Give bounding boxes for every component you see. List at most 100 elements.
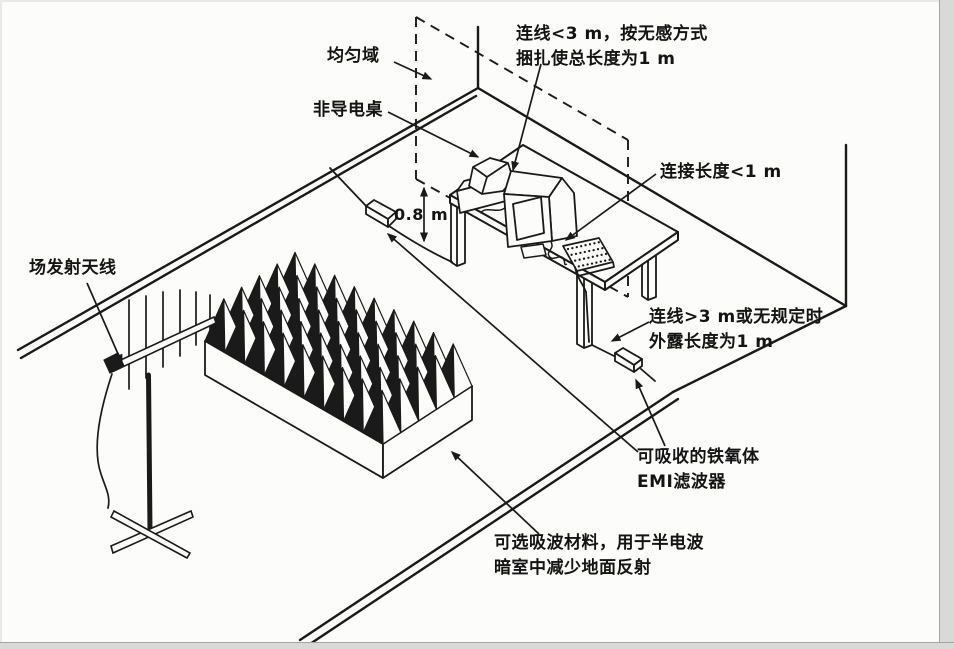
cable-ferrite-to-table [388,225,453,263]
antenna-feed-box [103,352,125,374]
absorber-block [204,251,473,479]
left-wall-base-1 [16,86,480,352]
cable-under3m-line1: 连线<3 m，按无感方式 [516,24,708,44]
ferrite-emi-line2: EMI滤波器 [637,472,726,492]
optional-absorber-line2: 暗室中减少地面反射 [494,558,652,578]
keyboard-key-dot [601,247,604,250]
keyboard-key-dot [575,245,578,249]
crt-monitor [503,170,578,266]
keyboard-key-dot [577,265,580,268]
keyboard-key-dot [600,253,603,257]
antenna-cable [96,373,113,509]
page-edge-bottom [0,642,954,649]
ferrite-clamp-left-side [387,211,397,228]
monitor-side-face [548,177,578,242]
keyboard-key-dot [574,252,578,256]
ferrite-clamp-right-side [633,358,643,373]
field-antenna-label: 场发射天线 [29,258,117,278]
connection-length-label: 连接长度<1 m [660,162,782,182]
keyboard-key-dot [597,241,600,244]
optional-absorber-line1: 可选吸波材料，用于半电波 [494,533,704,553]
keyboard [562,237,615,277]
cable-over3m-line2: 外露长度为1 m [649,332,774,352]
cable-under3m-line2: 捆扎使总长度为1 m [516,49,676,69]
antenna-boom [111,315,217,373]
right-wall-base [476,86,848,308]
keyboard-key-dot [590,262,594,265]
uniform-area-arrow [393,61,433,80]
absorber-pyramid-face [417,366,437,422]
cable-over3m-arrow [610,321,650,342]
cable-keyboard-down-leg [574,266,590,343]
cable-over3m-line1: 连线>3 m或无规定时 [649,307,824,327]
connection-length-arrow [564,173,657,241]
keyboard-key-dot [604,252,608,256]
keyboard-key-dot [579,251,582,255]
cable-bundle-folds [472,162,509,195]
keyboard-key-dot [587,256,590,259]
monitor-keyboard-cable [547,241,568,266]
monitor-screen [512,196,545,241]
uniform-plane-top-edge [415,16,629,141]
cable-under3m-arrow [511,63,542,172]
leader-arrows [86,61,666,535]
cable-over3m-label: 连线>3 m或无规定时 外露长度为1 m [649,305,823,355]
cables-and-ferrites [329,167,656,382]
keyboard-key-dot [595,261,598,264]
keyboard-key-dot [574,259,577,262]
emi-filter-arrow-long [386,233,639,453]
antenna-mast [146,372,153,534]
absorber-pyramid-face [434,355,455,410]
absorber-label-arrow [450,450,540,535]
keyboard-key-dot [582,257,586,260]
absorber-pyramids [204,251,473,445]
cable-wall-to-ferrite [329,167,369,209]
antenna-tripod [109,509,194,560]
keyboard-keys [566,241,611,268]
keyboard-key-dot [582,264,585,267]
keyboard-key-dot [566,247,570,251]
keyboard-key-dot [578,258,581,261]
height-dimension-value: 0.8 [394,205,424,224]
monitor-stand [520,243,547,259]
floor-right-edge [671,304,848,394]
nonconductive-table-label: 非导电桌 [313,100,383,120]
cable-under3m-label: 连线<3 m，按无感方式 捆扎使总长度为1 m [516,22,708,72]
antenna-elements [128,289,211,390]
keyboard-key-dot [583,250,586,254]
keyboard-key-dot [592,248,595,252]
optional-absorber-label: 可选吸波材料，用于半电波 暗室中减少地面反射 [494,531,704,581]
keyboard-key-dot [588,249,591,253]
uniform-area-label: 均匀域 [327,46,380,66]
keyboard-key-dot [604,259,607,262]
keyboard-key-dot [599,260,602,263]
keyboard-key-dot [584,244,587,247]
page-edge-right [939,0,954,649]
left-wall-base-2 [19,94,478,360]
keyboard-key-dot [608,258,611,261]
table-label-arrow [387,111,480,158]
height-dimension-unit: m [431,205,449,224]
keyboard-key-dot [596,254,599,257]
field-antenna [96,289,217,560]
floor-left-edge-2 [308,397,680,646]
ferrite-emi-filter-label: 可吸收的铁氧体 EMI滤波器 [637,445,760,495]
antenna-label-arrow [86,282,123,365]
absorber-pyramid-face [399,378,420,433]
keyboard-key-dot [586,263,589,266]
floor-left-edge-1 [298,390,675,642]
keyboard-key-dot [596,247,600,251]
absorber-pyramid-face [452,343,473,399]
table-top-end-thickness [604,231,679,291]
keyboard-key-dot [571,246,574,250]
room-outline [16,25,848,646]
absorber-pyramid-face [381,389,402,445]
ferrite-emi-line1: 可吸收的铁氧体 [637,447,760,467]
cable-leg-to-ferrite [591,344,617,358]
emi-filter-arrow-short [635,378,666,447]
keyboard-key-dot [588,243,592,246]
keyboard-key-dot [570,253,573,256]
keyboard-key-dot [580,245,583,248]
